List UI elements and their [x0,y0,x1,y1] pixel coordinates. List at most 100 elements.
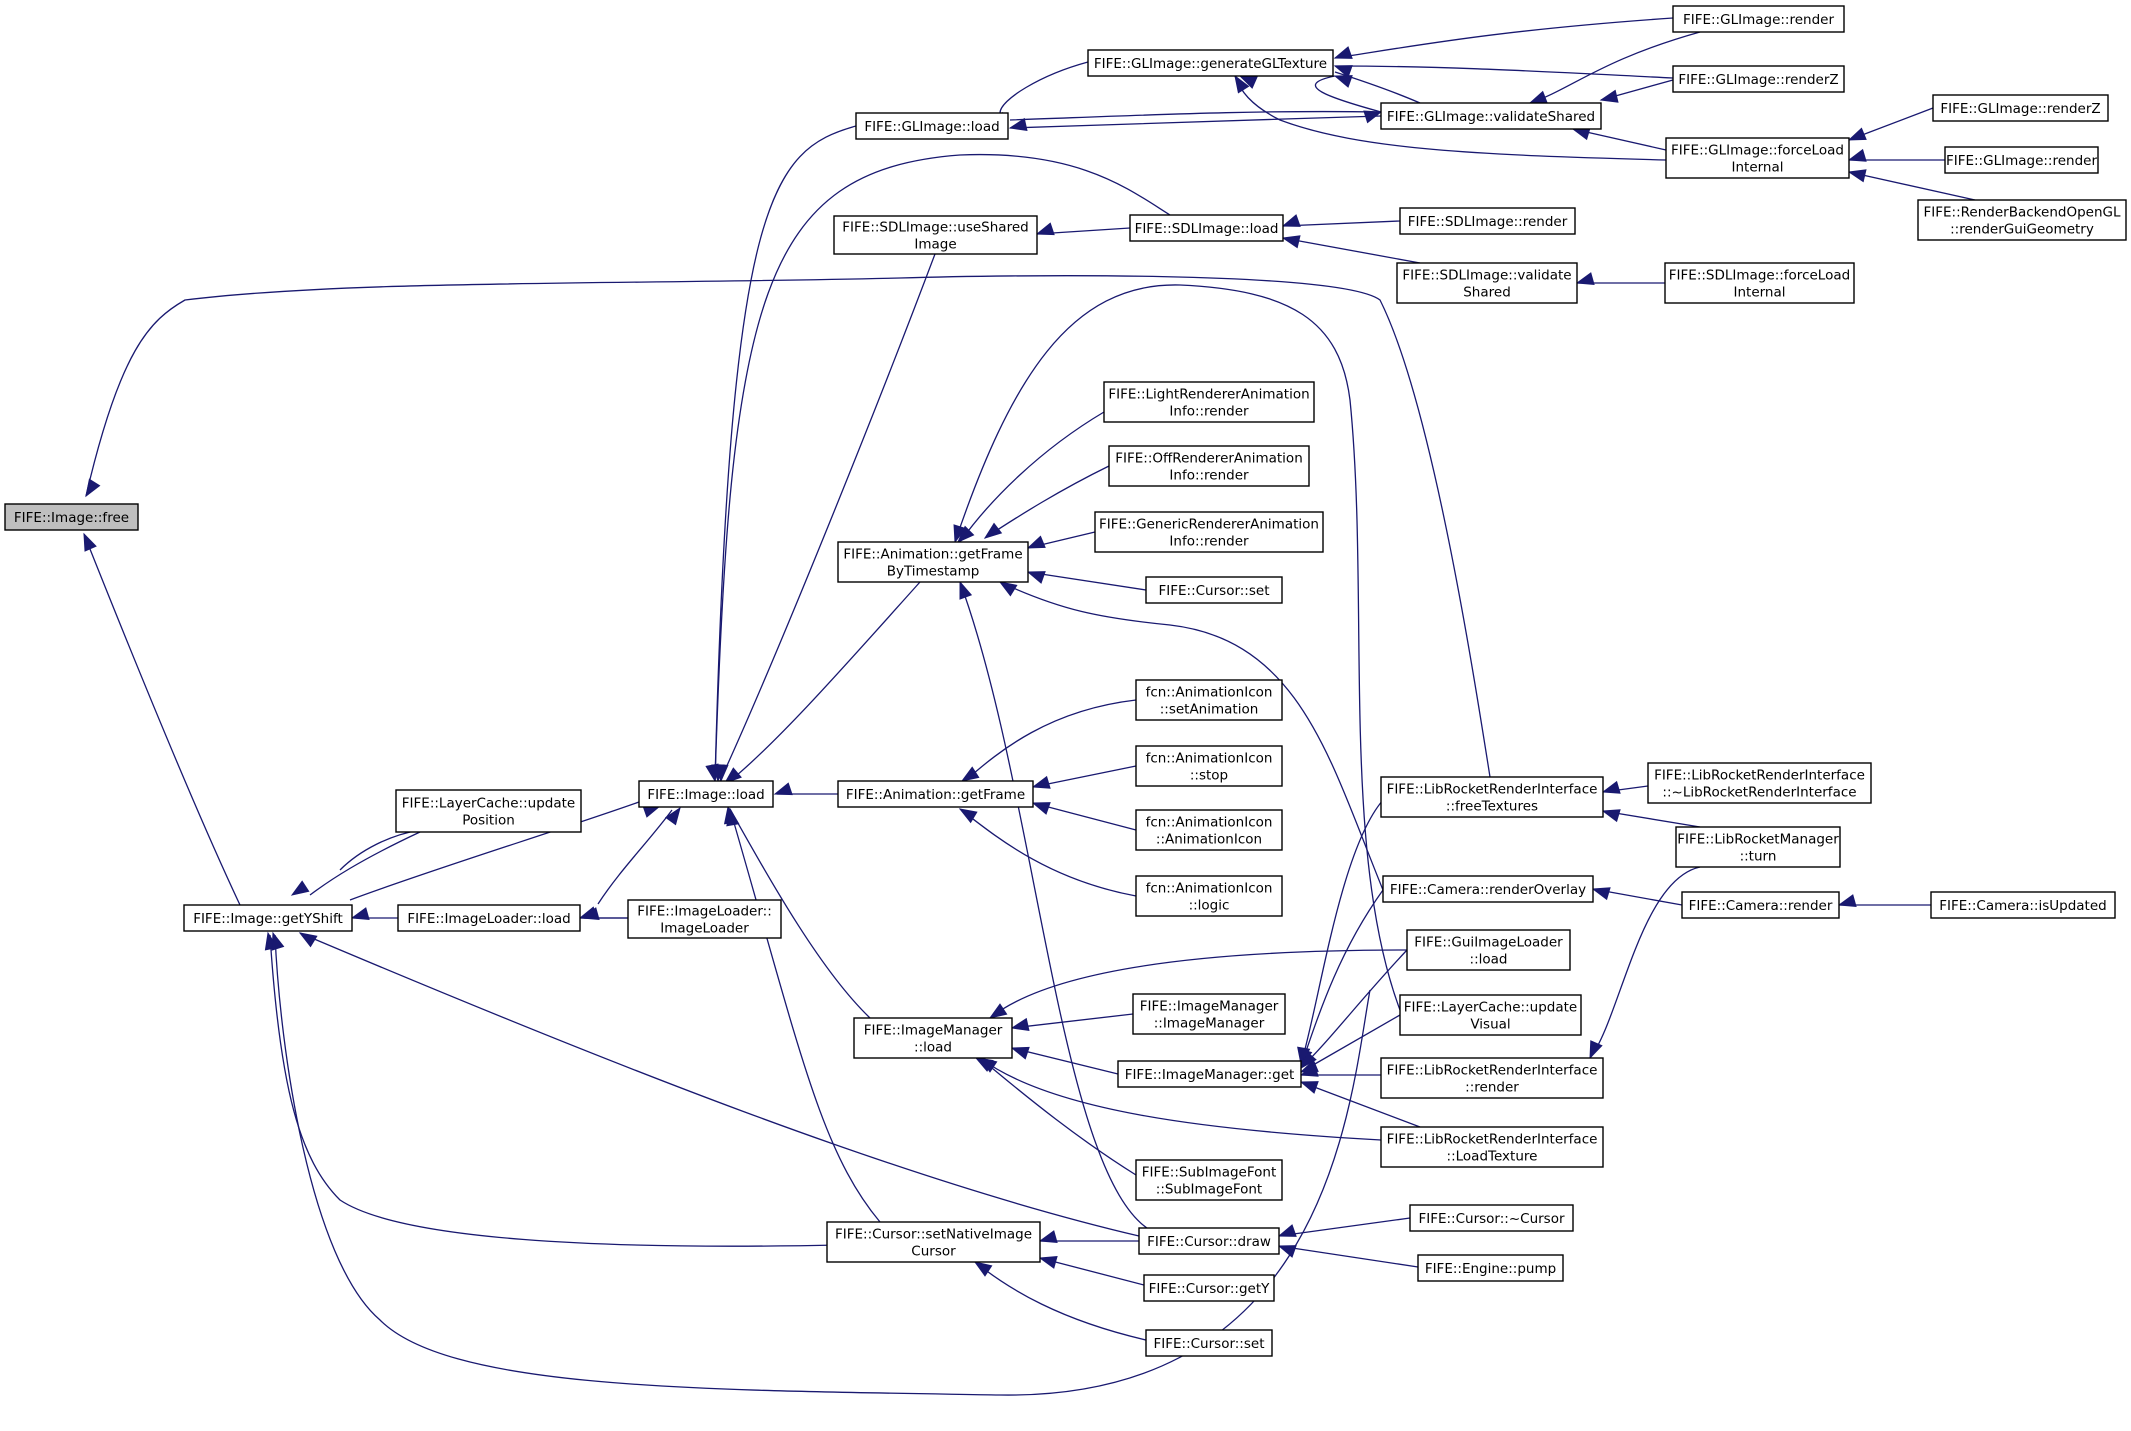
function-node[interactable]: FIFE::ImageManager::ImageManager [1132,993,1286,1035]
call-edge [983,465,1110,539]
node-box [1917,199,2127,241]
function-node[interactable]: FIFE::Cursor::getY [1143,1274,1275,1302]
function-node[interactable]: FIFE::LibRocketRenderInterface::freeText… [1380,776,1604,818]
function-node[interactable]: FIFE::ImageLoader::ImageLoader [627,899,782,939]
node-label: FIFE::SDLImage::load [1135,221,1279,237]
node-box [4,503,139,531]
function-node[interactable]: FIFE::GLImage::render [1944,146,2099,174]
function-node[interactable]: FIFE::ImageManager::load [853,1017,1013,1059]
function-node[interactable]: fcn::AnimationIcon::setAnimation [1135,679,1283,721]
function-node[interactable]: FIFE::GuiImageLoader::load [1406,929,1571,971]
node-box [1129,214,1284,242]
edge-line [309,829,421,896]
edge-line [1300,799,1384,1065]
node-label: FIFE::GLImage::forceLoad [1671,143,1844,159]
node-box [837,541,1029,583]
node-label: FIFE::GLImage::renderZ [1678,72,1838,88]
arrowhead-icon [1847,127,1867,141]
function-node[interactable]: FIFE::Camera::isUpdated [1930,891,2116,919]
arrowhead-icon [664,806,681,826]
arrowhead-icon [1591,887,1611,901]
node-label: ::turn [1740,849,1777,865]
function-node[interactable]: FIFE::GLImage::load [855,112,1009,140]
node-label: FIFE::SDLImage::render [1408,214,1568,230]
function-node[interactable]: fcn::AnimationIcon::logic [1135,875,1283,917]
function-node[interactable]: FIFE::LibRocketRenderInterface::~LibRock… [1647,762,1872,804]
function-node[interactable]: FIFE::GLImage::render [1672,5,1845,33]
function-node[interactable]: FIFE::ImageManager::get [1117,1060,1302,1088]
arrowhead-icon [1026,535,1046,549]
function-node[interactable]: FIFE::Animation::getFrame [837,780,1034,808]
function-node[interactable]: FIFE::RenderBackendOpenGL::renderGuiGeom… [1917,199,2127,241]
function-node[interactable]: FIFE::SubImageFont::SubImageFont [1135,1159,1283,1201]
call-edge [988,949,1408,1019]
function-node[interactable]: FIFE::Camera::renderOverlay [1382,875,1594,903]
node-layer: FIFE::Image::freeFIFE::Image::getYShiftF… [4,5,2127,1357]
function-node[interactable]: FIFE::LibRocketRenderInterface::render [1380,1057,1604,1099]
edge-line [85,275,1491,778]
node-box [1380,776,1604,818]
node-label: FIFE::Image::getYShift [193,911,343,927]
root-function-node[interactable]: FIFE::Image::free [4,503,139,531]
function-node[interactable]: FIFE::GLImage::renderZ [1672,65,1845,93]
call-edge [1575,272,1665,286]
function-node[interactable]: FIFE::GenericRendererAnimationInfo::rend… [1094,511,1324,553]
node-box [1135,745,1283,787]
call-edge [723,581,921,784]
function-node[interactable]: FIFE::LibRocketRenderInterface::LoadText… [1380,1126,1604,1168]
arrowhead-icon [1599,89,1619,103]
call-edge [958,808,1137,897]
node-box [826,1221,1041,1263]
function-node[interactable]: fcn::AnimationIcon::stop [1135,745,1283,787]
node-label: Info::render [1169,534,1249,550]
function-node[interactable]: FIFE::SDLImage::load [1129,214,1284,242]
function-node[interactable]: FIFE::GLImage::renderZ [1932,94,2109,122]
arrowhead-icon [298,932,318,948]
function-node[interactable]: FIFE::Engine::pump [1417,1254,1564,1282]
node-label: FIFE::LibRocketManager [1677,832,1839,848]
function-node[interactable]: FIFE::Image::load [638,780,774,808]
call-edge [1589,866,1701,1060]
function-node[interactable]: FIFE::SDLImage::validateShared [1396,262,1578,304]
node-box [1135,875,1283,917]
edge-line [959,808,1137,897]
node-box [1108,445,1310,487]
function-node[interactable]: FIFE::Cursor::~Cursor [1409,1204,1574,1232]
call-edge [1314,75,1382,113]
arrowhead-icon [1333,65,1353,78]
node-label: Cursor [911,1244,956,1260]
function-node[interactable]: FIFE::GLImage::generateGLTexture [1087,49,1334,77]
edge-line [1300,889,1384,1067]
edge-line [1278,1217,1411,1237]
function-node[interactable]: FIFE::Image::getYShift [183,904,353,932]
edge-line [1027,571,1147,591]
arrowhead-icon [1038,1255,1058,1269]
node-box [1382,875,1594,903]
function-node[interactable]: FIFE::ImageLoader::load [397,904,581,932]
function-node[interactable]: FIFE::LibRocketManager::turn [1675,826,1841,868]
node-box [1417,1254,1564,1282]
function-node[interactable]: fcn::AnimationIcon::AnimationIcon [1135,809,1283,851]
function-node[interactable]: FIFE::Camera::render [1681,891,1840,919]
node-label: FIFE::LibRocketRenderInterface [1387,1063,1598,1079]
node-label: FIFE::Camera::render [1689,898,1833,914]
function-node[interactable]: FIFE::SDLImage::render [1399,207,1576,235]
node-label: FIFE::ImageLoader:: [637,904,772,920]
function-node[interactable]: FIFE::Cursor::set [1145,576,1283,604]
call-edge [956,411,1105,544]
call-edge [1847,107,1934,141]
call-edge [1026,531,1096,549]
function-node[interactable]: FIFE::Cursor::set [1145,1329,1273,1357]
function-node[interactable]: FIFE::Cursor::draw [1138,1227,1280,1255]
arrowhead-icon [1281,235,1301,249]
function-node[interactable]: FIFE::GLImage::validateShared [1380,102,1602,130]
